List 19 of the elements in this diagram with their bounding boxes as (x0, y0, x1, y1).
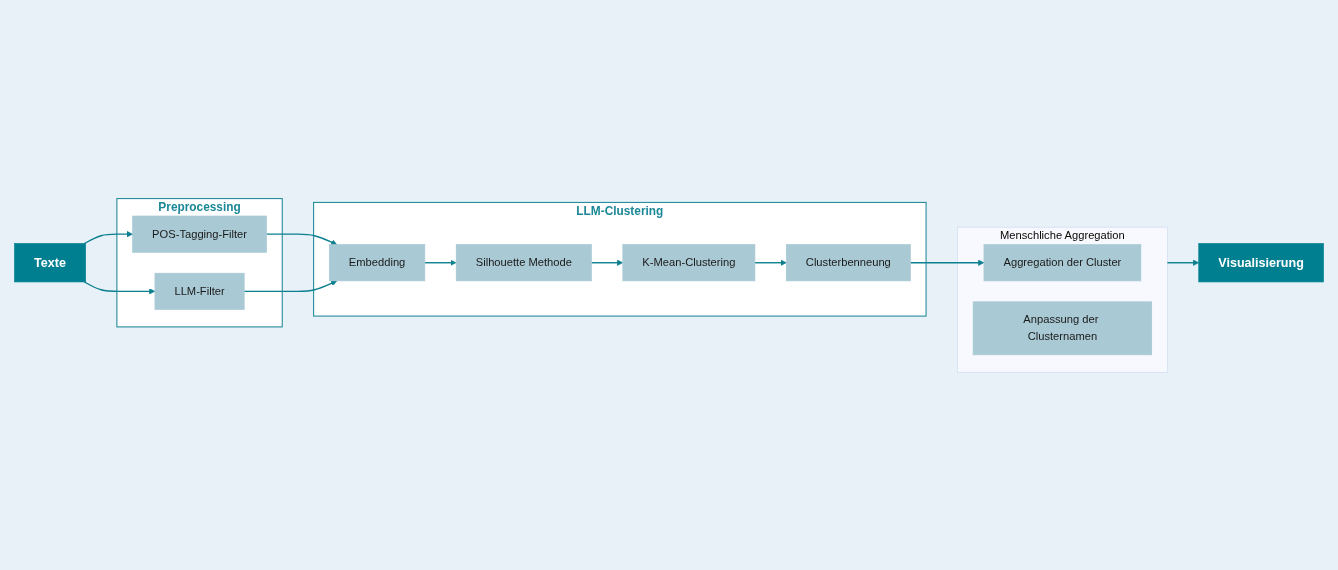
arrow (590, 259, 624, 266)
arrow (754, 259, 787, 266)
arrow (1166, 259, 1200, 266)
node-box: Silhouette Methode (455, 243, 592, 281)
node-box: POS-Tagging-Filter (132, 215, 267, 253)
node-box: Embedding (328, 243, 426, 281)
node-box: Texte (14, 242, 86, 282)
arrow (83, 230, 133, 244)
arrow (243, 279, 338, 292)
node-box: K-Mean-Clustering (622, 243, 756, 281)
arrow (909, 259, 985, 266)
node-box: Aggregation der Cluster (983, 243, 1142, 281)
node-box: LLM-Filter (154, 272, 245, 310)
node-box: Anpassung der Clusternamen (972, 301, 1153, 355)
arrow (265, 233, 338, 245)
arrow (424, 259, 457, 266)
node-box: Clusterbenneung (785, 243, 911, 281)
node-box: Visualisierung (1198, 242, 1324, 282)
arrow (83, 280, 156, 294)
